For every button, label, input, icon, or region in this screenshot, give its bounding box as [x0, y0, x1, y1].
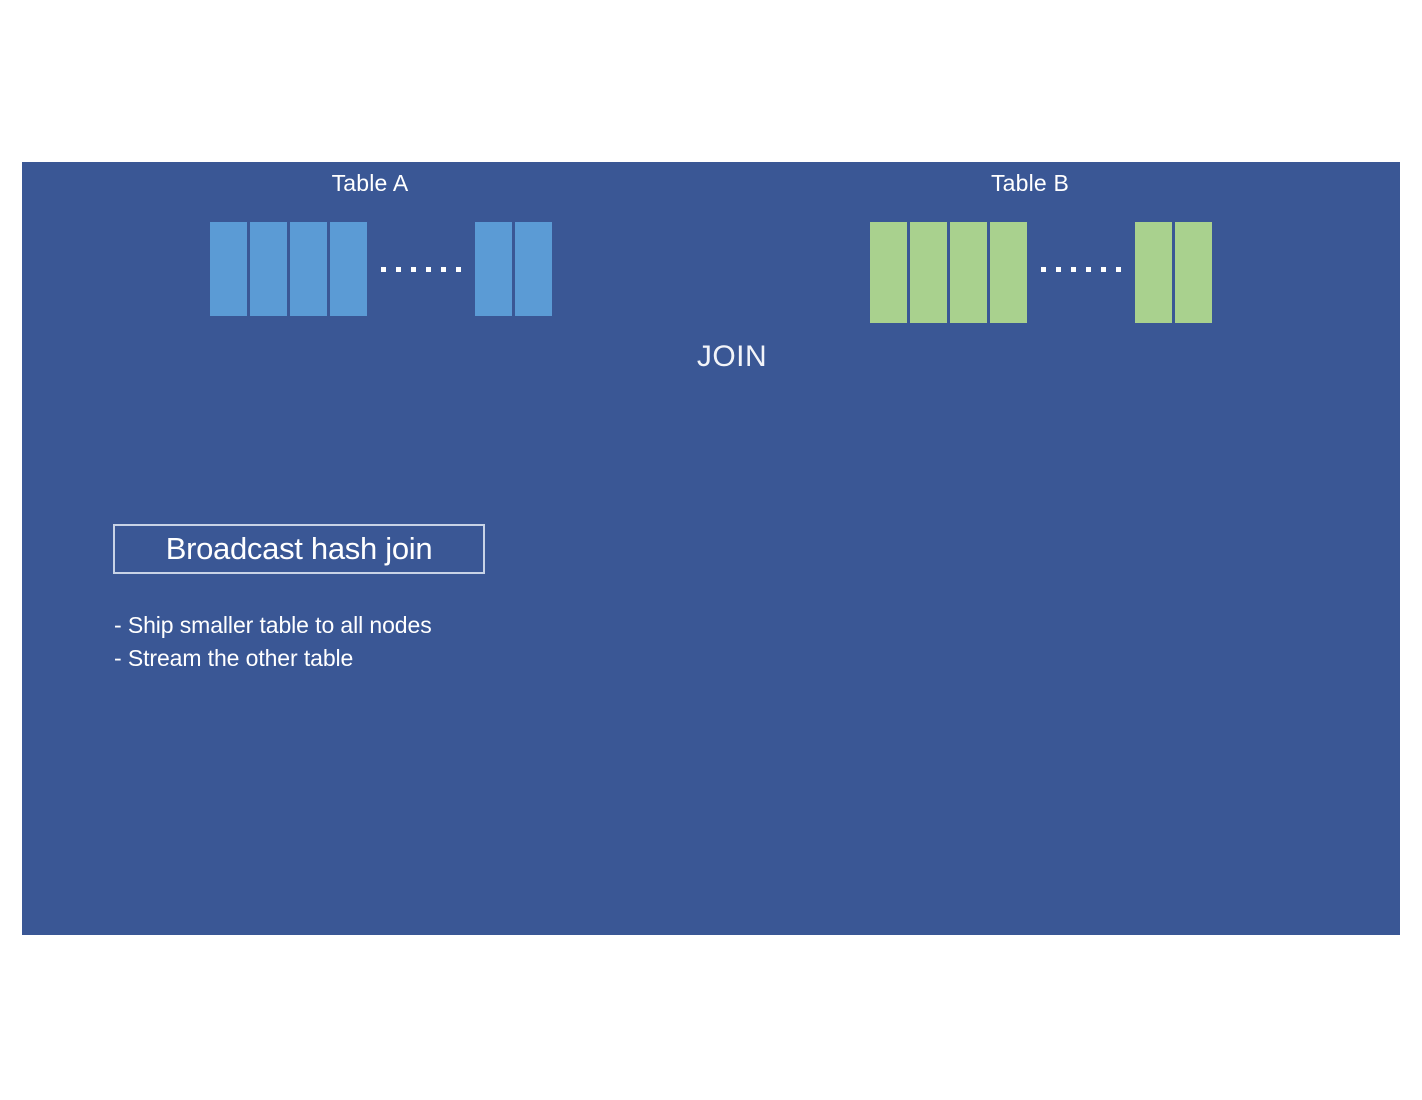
partition-block — [910, 222, 947, 323]
ellipsis-dot — [1086, 266, 1091, 272]
table-a-right-cluster — [475, 222, 552, 316]
table-b-left-cluster — [870, 222, 1027, 323]
table-a-group: Table A — [210, 162, 570, 342]
table-b-group: Table B — [870, 162, 1230, 342]
partition-block — [950, 222, 987, 323]
ellipsis-dot — [1116, 266, 1121, 272]
partition-block — [870, 222, 907, 323]
table-b-partitions — [870, 222, 1212, 323]
partition-block — [990, 222, 1027, 323]
partition-block — [1175, 222, 1212, 323]
bullet-list: - Ship smaller table to all nodes - Stre… — [114, 609, 634, 675]
table-a-left-cluster — [210, 222, 367, 316]
partition-block — [330, 222, 367, 316]
table-b-label: Table B — [990, 170, 1070, 196]
partition-block — [1135, 222, 1172, 323]
ellipsis-dot — [381, 266, 386, 272]
partition-block — [290, 222, 327, 316]
ellipsis-dot — [426, 266, 431, 272]
ellipsis-dot — [1071, 266, 1076, 272]
join-label: JOIN — [696, 340, 768, 373]
partition-block — [250, 222, 287, 316]
partition-block — [475, 222, 512, 316]
ellipsis-dot — [1041, 266, 1046, 272]
bullet-item: - Ship smaller table to all nodes — [114, 612, 432, 638]
partition-block — [210, 222, 247, 316]
broadcast-hash-join-callout: Broadcast hash join — [113, 524, 485, 574]
ellipsis-dot — [441, 266, 446, 272]
ellipsis-dot — [456, 266, 461, 272]
table-b-right-cluster — [1135, 222, 1212, 323]
ellipsis-dot — [1056, 266, 1061, 272]
ellipsis-dot — [1101, 266, 1106, 272]
table-b-ellipsis-icon — [1027, 222, 1135, 316]
callout-title: Broadcast hash join — [165, 531, 433, 566]
ellipsis-dot — [411, 266, 416, 272]
table-a-ellipsis-icon — [367, 222, 475, 316]
table-a-partitions — [210, 222, 552, 316]
partition-block — [515, 222, 552, 316]
ellipsis-dot — [396, 266, 401, 272]
slide-panel: Table A — [22, 162, 1400, 935]
bullet-item: - Stream the other table — [114, 645, 354, 671]
table-a-label: Table A — [331, 170, 409, 196]
